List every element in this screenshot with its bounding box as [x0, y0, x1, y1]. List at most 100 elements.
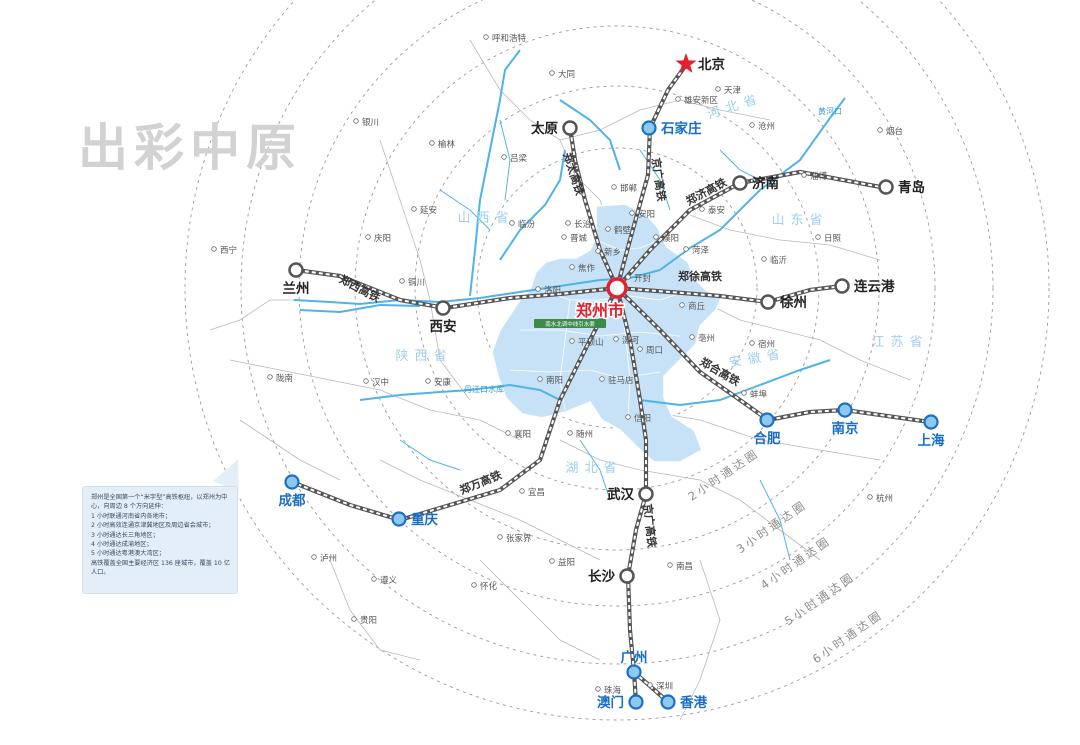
city-E9878DE5BA86-label: 重庆 — [411, 511, 438, 528]
minor-E6A686E69E97-dot — [429, 140, 435, 146]
rail-zhengji-inner — [616, 170, 887, 289]
province-E6B996E58C97E79C81: 湖北省 — [565, 461, 622, 476]
minor-E99A8FE5B79E-label: 随州 — [576, 429, 593, 440]
minor-E8B4B5E998B3-dot — [351, 616, 357, 622]
rail-zhengxu-inner — [616, 285, 843, 304]
city-E6ADA6E6B189-label: 武汉 — [607, 486, 635, 503]
minor-E981B5E4B989-label: 遵义 — [380, 575, 398, 586]
city-E5A4AAE58E9F-marker — [562, 120, 578, 136]
minor-E5BC80E5B081-label: 开封 — [634, 273, 652, 284]
minor-E6B3B0E5AE89-dot — [699, 206, 705, 212]
minor-E982AFE983B8-label: 邯郸 — [620, 183, 638, 194]
minor-E5AE89E998B3-dot — [629, 210, 635, 216]
minor-E58D97E998B3-label: 南阳 — [546, 375, 563, 386]
minor-E68080E58C96-label: 怀化 — [480, 581, 498, 592]
ring-label-3: 3小时通达圈 — [734, 497, 810, 556]
minor-E9939CE5B79D-dot — [399, 278, 405, 284]
minor-E5AE89E5BAB7-dot — [425, 378, 431, 384]
zhengzhou-label: 郑州市 — [576, 301, 624, 320]
minor-E697A5E785A7-dot — [815, 234, 821, 240]
city-E68890E983BD-label: 成都 — [279, 492, 306, 509]
minor-E8A584E998B3-label: 襄阳 — [514, 429, 531, 440]
minor-E4B8B4E6B282-dot — [761, 256, 767, 262]
minor-E79B8AE998B3-dot — [549, 558, 555, 564]
city-E995BFE6B299-marker — [619, 568, 635, 584]
city-E58C97E4BAAC-label: 北京 — [698, 56, 725, 73]
minor-E5A4A7E5908C-dot — [549, 70, 555, 76]
minor-E6B7B1E59CB3-dot — [647, 682, 653, 688]
minor-E8A584E998B3-dot — [505, 430, 511, 436]
minor-E58D97E6988C-label: 南昌 — [676, 561, 693, 572]
minor-E6BCAFE6B2B3-label: 漯河 — [622, 335, 640, 346]
ring-label-6: 6小时通达圈 — [810, 607, 886, 666]
minor-E78FA0E6B5B7-dot — [595, 686, 601, 692]
rail-zhengwan-inner — [291, 287, 618, 522]
minor-E99987E58D97-dot — [267, 374, 273, 380]
minor-E5B9B3E9A1B6E5B1B1-label: 平顶山 — [578, 337, 604, 348]
beijing-star-icon — [675, 53, 697, 73]
minor-E59095E6A281-dot — [501, 154, 507, 160]
minor-E6998BE59F8E-dot — [561, 234, 567, 240]
minor-E5AE9CE6988C-dot — [519, 488, 525, 494]
minor-E4BAB3E5B79E-label: 亳州 — [698, 333, 715, 344]
city-E5BE90E5B79E-marker — [760, 294, 776, 310]
minor-E4B8B4E6B1BE-dot — [509, 220, 515, 226]
minor-E591BCE5928CE6B5A9E789B9-dot — [483, 34, 489, 40]
canal-badge-label: 南水北调中线引水渠 — [545, 320, 595, 328]
minor-E7839FE58FB0-label: 烟台 — [886, 126, 903, 137]
minor-E6B784E58D9A-label: 淄博 — [810, 171, 828, 182]
railway-label-zhengtai: 郑太高铁 — [560, 151, 587, 197]
city-E58D97E4BAAC-marker — [837, 402, 853, 418]
minor-E9B9A4E5A381-label: 鹤壁 — [614, 225, 632, 236]
railway-label-zhengxu: 郑徐高铁 — [678, 269, 722, 283]
info-item-2: 2 小时高效连通京津冀地区及周边省会城市； — [91, 522, 215, 530]
city-E5A4AAE58E9F-label: 太原 — [531, 120, 559, 137]
minor-E5BA86E998B3-dot — [365, 234, 371, 240]
minor-E8B4B5E998B3-label: 贵阳 — [360, 615, 377, 626]
info-summary: 高铁覆盖全国主要经济区 136 座城市，覆盖 10 亿人口。 — [91, 559, 230, 577]
city-E79FB3E5AEB6E5BA84-marker — [641, 120, 657, 136]
minor-E9B9A4E5A381-dot — [605, 226, 611, 232]
minor-E5BA86E998B3-label: 庆阳 — [374, 233, 391, 244]
minor-E6BFAEE998B3-label: 濮阳 — [662, 233, 679, 244]
page-title: 出彩中原 — [78, 119, 302, 177]
city-E8BF9EE4BA91E6B8AF-marker — [834, 278, 850, 294]
minor-E99B84E5AE89E696B0E58CBA-dot — [675, 96, 681, 102]
yellow-river-north-loop — [469, 49, 521, 297]
minor-E88F8FE6B3BD-label: 菏泽 — [692, 245, 710, 256]
city-E9A699E6B8AF-label: 香港 — [679, 694, 708, 711]
city-E5B9BFE5B79E-marker — [626, 664, 642, 680]
info-item-4: 4 小时通达成渝地区； — [91, 541, 153, 549]
minor-E59586E4B898-dot — [679, 302, 685, 308]
minor-E591A8E58FA3-label: 周口 — [646, 346, 663, 356]
minor-E58D97E6988C-dot — [667, 562, 673, 568]
minor-E6B49BE998B3-dot — [535, 286, 541, 292]
minor-E784A6E4BD9C-dot — [569, 264, 575, 270]
minor-E696B0E4B9A1-label: 新乡 — [604, 247, 621, 258]
rail-jingguang_n-inner — [616, 64, 687, 289]
city-E6B58EE58D97-label: 济南 — [752, 175, 779, 192]
minor-E5AEBFE5B79E-dot — [749, 340, 755, 346]
rail-zhengxi-inner — [295, 269, 618, 310]
wei-river — [299, 303, 421, 314]
minor-E59095E6A281-label: 吕梁 — [510, 154, 528, 164]
minor-E5BBB6E5AE89-label: 延安 — [420, 205, 437, 216]
minor-E982AFE983B8-dot — [611, 184, 617, 190]
minor-E7839FE58FB0-dot — [877, 127, 883, 133]
city-E585B0E5B79E-label: 兰州 — [283, 280, 310, 297]
henan-province-region — [491, 203, 723, 463]
city-E99D92E5B29B-marker — [878, 179, 894, 195]
minor-E6B189E4B8AD-dot — [363, 378, 369, 384]
minor-E89A8CE59FA0-label: 蚌埠 — [750, 389, 768, 400]
minor-E5BCA0E5AEB6E7958C-dot — [497, 534, 503, 540]
minor-E6B49BE998B3-label: 洛阳 — [544, 285, 561, 296]
minor-E58D97E998B3-dot — [537, 376, 543, 382]
minor-E784A6E4BD9C-label: 焦作 — [578, 263, 596, 274]
minor-E9A9BBE9A9ACE5BA97-dot — [599, 376, 605, 382]
minor-E69DADE5B79E-dot — [867, 494, 873, 500]
city-E99D92E5B29B-label: 青岛 — [898, 179, 925, 196]
minor-E6B3B8E5B79E-dot — [311, 554, 317, 560]
minor-E5A4A9E6B4A5-label: 天津 — [724, 85, 742, 96]
ring-5 — [240, 0, 994, 665]
sanggan-river — [559, 99, 621, 171]
